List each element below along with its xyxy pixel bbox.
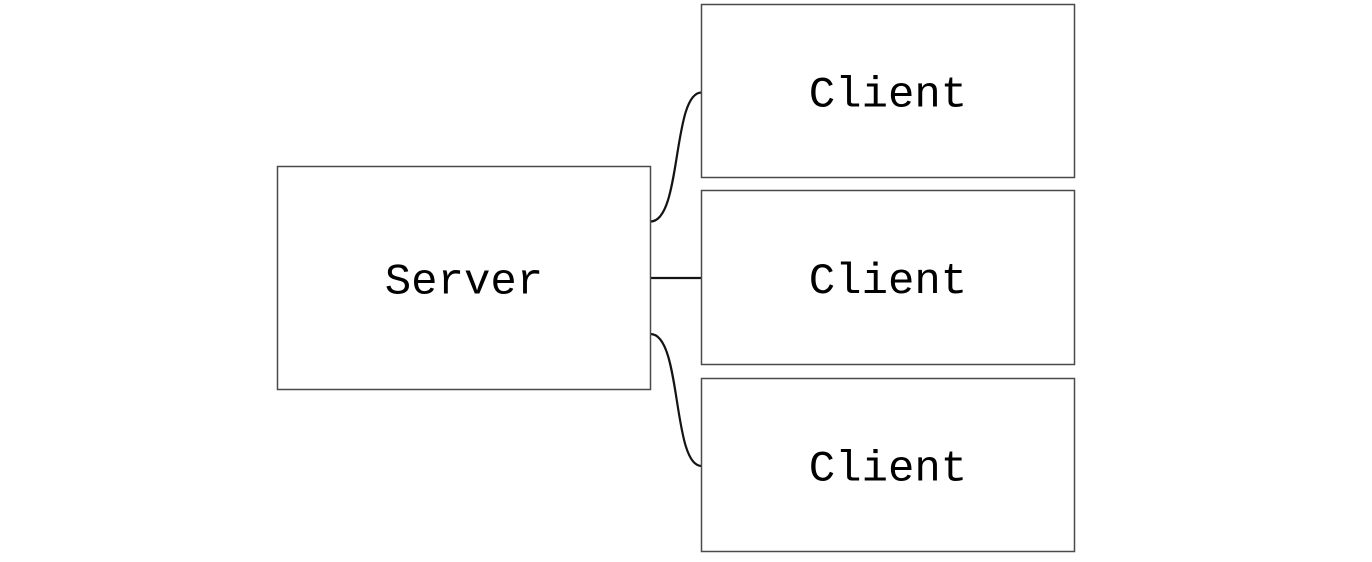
edge-server-to-client-1 [650, 91, 702, 223]
client-node-2: Client [700, 189, 1076, 366]
edge-server-to-client-3 [650, 332, 702, 468]
server-node: Server [276, 165, 652, 391]
server-node-label: Server [385, 258, 543, 308]
client-node-1-label: Client [809, 71, 967, 121]
client-node-3: Client [700, 377, 1076, 553]
client-node-1-box [700, 3, 1076, 179]
client-node-2-label: Client [809, 257, 967, 307]
client-node-1: Client [700, 3, 1076, 179]
client-node-3-label: Client [809, 445, 967, 495]
server-node-box [276, 165, 652, 391]
client-node-3-box [700, 377, 1076, 553]
client-node-2-box [700, 189, 1076, 366]
